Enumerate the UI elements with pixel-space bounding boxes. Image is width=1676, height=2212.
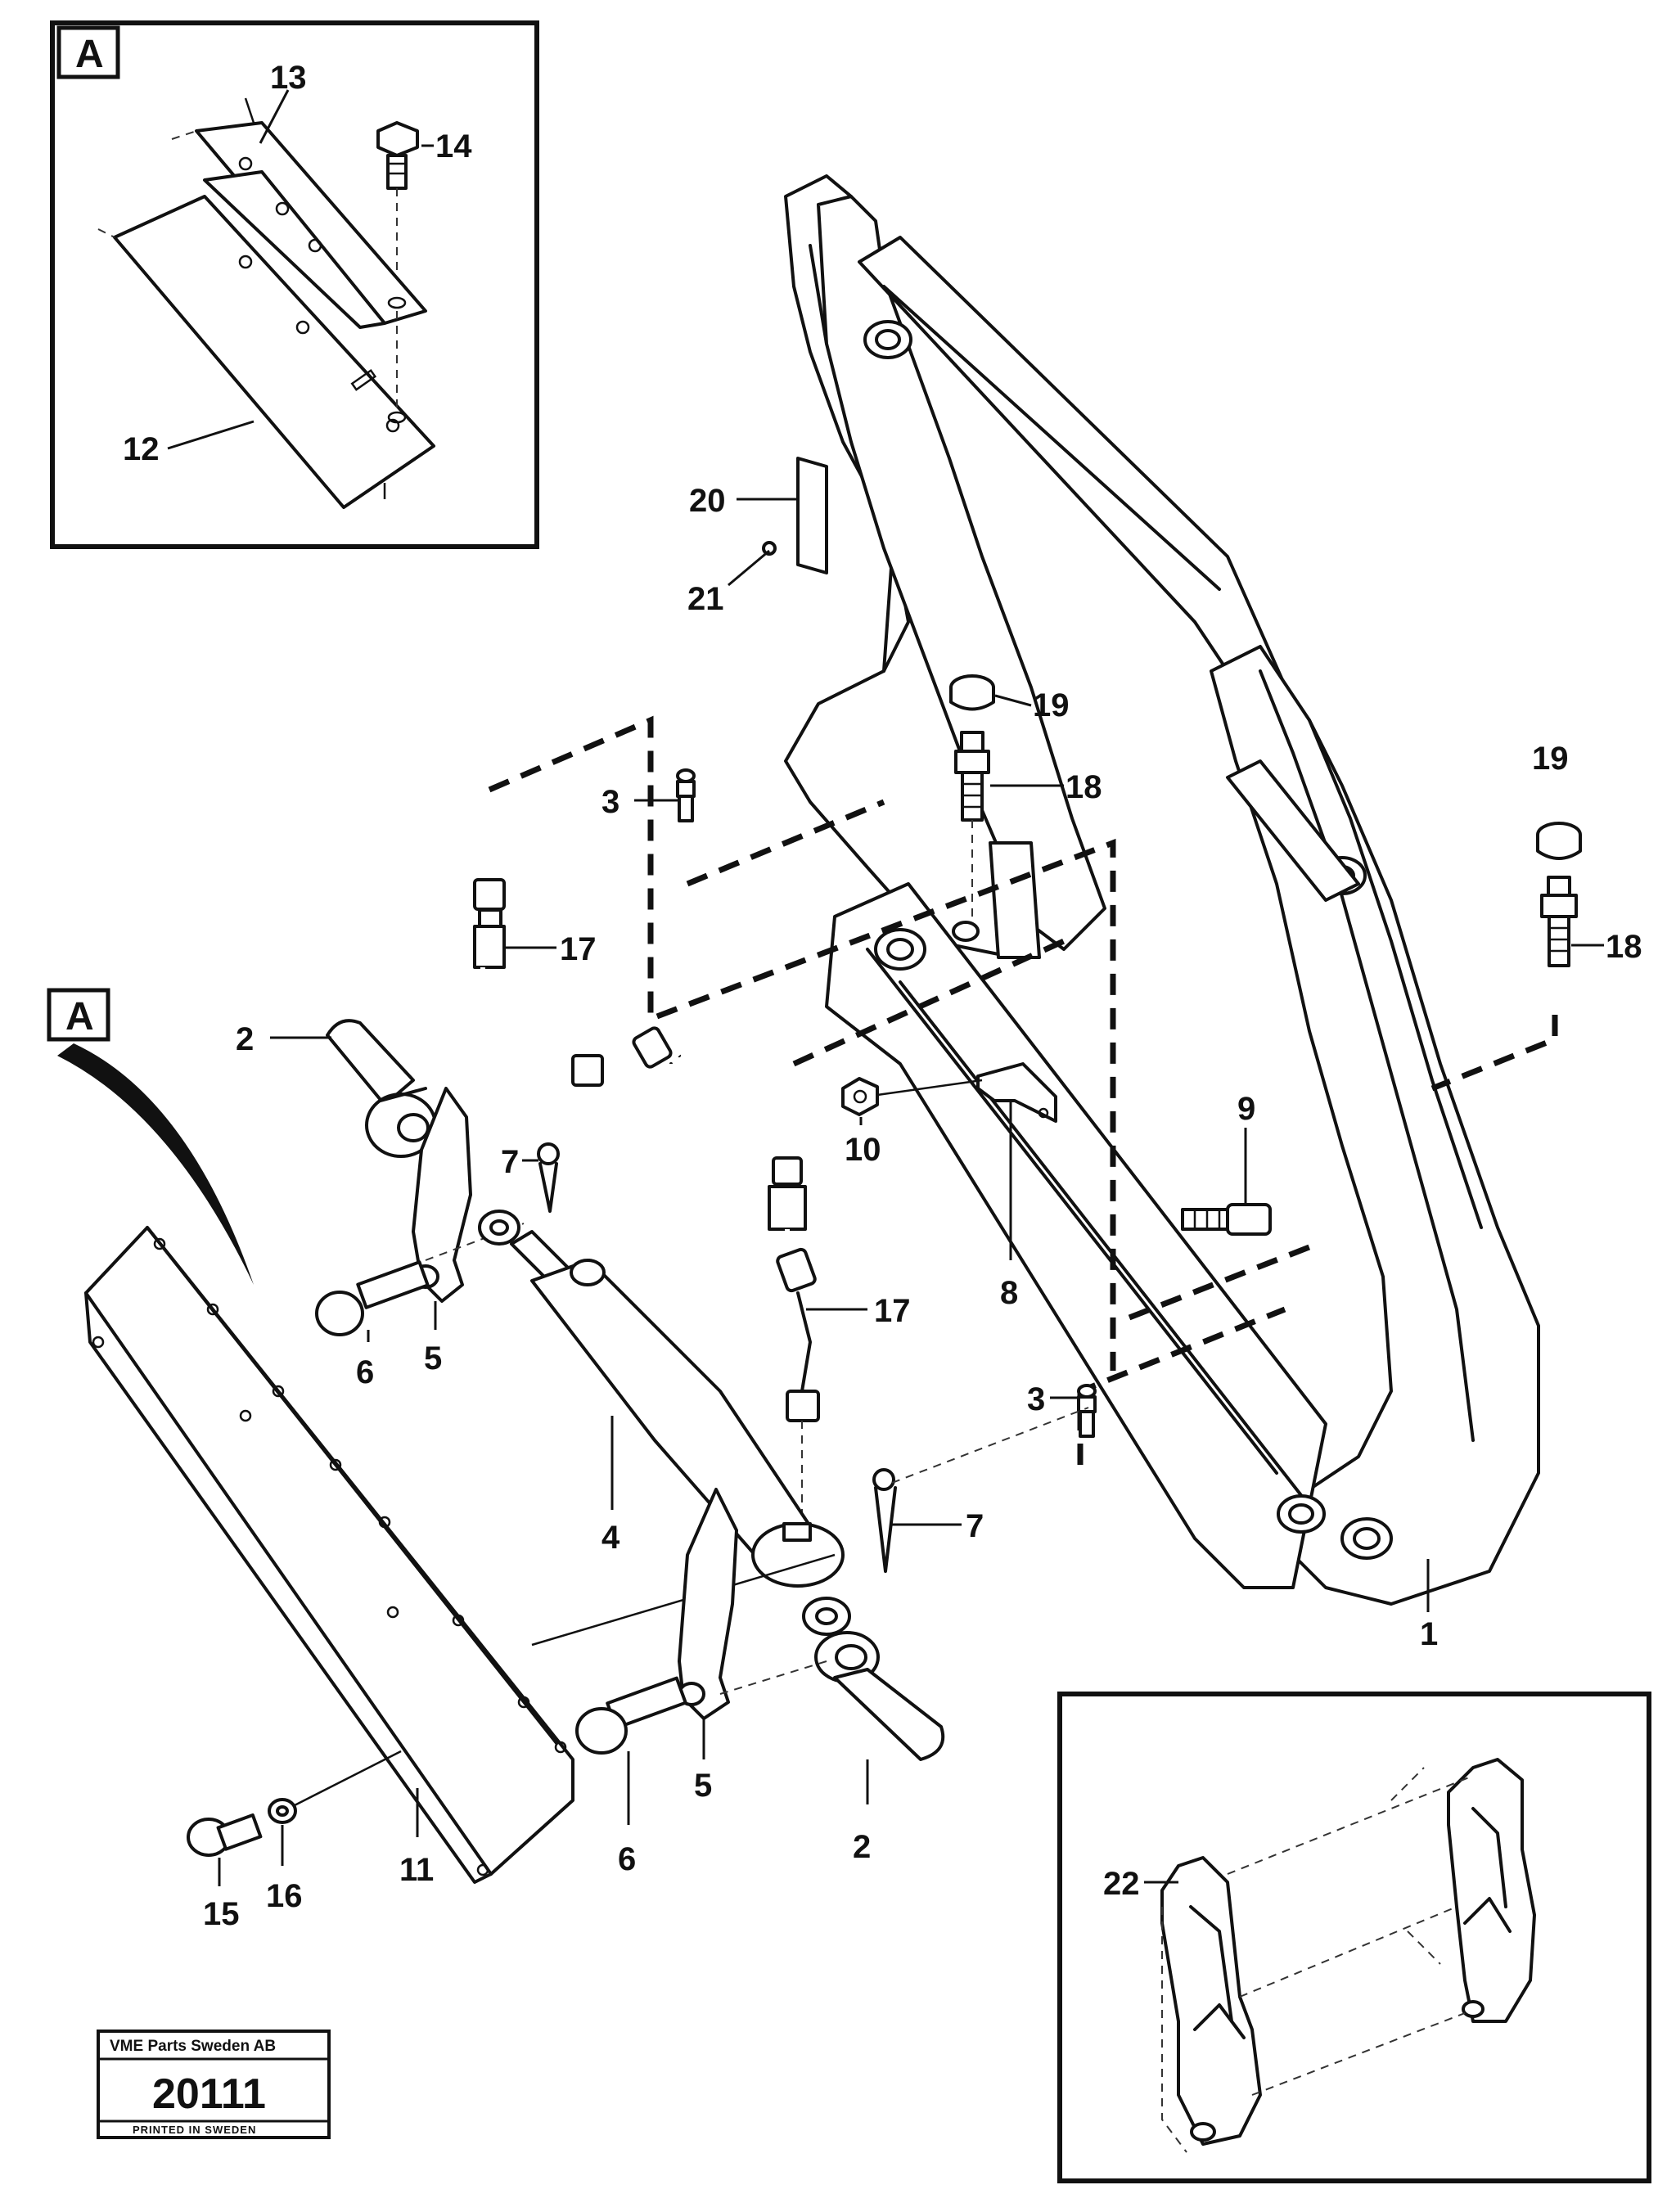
fitting-18-right [1540,876,1578,967]
washer-16 [268,1750,402,1824]
inset-detail-frame [50,20,539,549]
inset-label-box [56,25,120,79]
callout-6-left: 6 [356,1354,374,1390]
callout-11: 11 [399,1852,434,1888]
stamp-frame [97,2030,331,2139]
nipple-3-lower [1077,1384,1097,1438]
callout-2-left: 2 [236,1021,254,1057]
clip-8 [976,1062,1057,1123]
pin-2-right [719,1631,945,1761]
callout-5-left: 5 [424,1340,442,1376]
inset-label: A [75,33,104,76]
pin-6-right [575,1676,687,1755]
callout-13: 13 [270,60,307,96]
detail-pointer-a: A [47,988,254,1285]
fitting-18-center [954,731,990,917]
callout-20: 20 [689,483,726,519]
screw-9 [1181,1203,1272,1236]
lever-5-right [678,1488,738,1720]
cap-19-right [1536,822,1582,860]
grease-nipple-21 [762,541,777,556]
callout-22: 22 [1103,1866,1140,1902]
cylinder-4 [478,1210,851,1636]
cap-19-center [949,674,995,711]
callout-6-right: 6 [618,1841,636,1877]
callout-4: 4 [601,1520,620,1556]
callout-16: 16 [266,1878,303,1914]
detail-pointer-box [47,988,110,1042]
parts-stamp: VME Parts Sweden AB 20111 PRINTED IN SWE… [97,2030,331,2139]
callout-10: 10 [845,1132,881,1168]
bracket-22-left [1160,1856,1262,2146]
hose-17-upper [473,878,683,1280]
callout-18-center: 18 [1066,769,1102,805]
callout-15: 15 [203,1896,240,1932]
callout-2-right: 2 [853,1829,871,1865]
plate-20 [796,457,828,574]
strip-12 [97,195,435,509]
callout-7-right: 7 [966,1508,984,1544]
bolt-15 [187,1813,263,1857]
callout-14: 14 [435,128,472,164]
pin-6-left [315,1223,525,1336]
main-frame-1 [784,174,1540,1606]
callout-19-center: 19 [1033,687,1070,723]
bolt-14 [376,121,419,424]
strip-13 [171,97,427,329]
inset-attachment-frame [1057,1692,1651,2183]
bracket-22-right [1447,1758,1536,2023]
callout-17-upper: 17 [560,931,597,967]
callout-21: 21 [687,581,724,617]
stamp-printed: PRINTED IN SWEDEN [133,2124,256,2136]
cotter-7-right [872,1407,1089,1573]
callout-19-right: 19 [1532,741,1569,777]
callout-17-lower: 17 [874,1293,911,1329]
inset-attachment [1057,1692,1651,2183]
nut-10 [841,1077,983,1116]
pin-2-left [326,1019,437,1158]
callout-5-right: 5 [694,1768,712,1804]
detail-pointer-label: A [65,995,94,1038]
callout-9: 9 [1237,1091,1255,1127]
inset-detail-a: A [50,20,539,549]
callout-8: 8 [1000,1275,1018,1311]
callout-18-right: 18 [1606,929,1642,965]
stamp-number: 20111 [152,2070,266,2118]
callout-3-lower: 3 [1027,1381,1045,1417]
callout-7-left: 7 [501,1144,519,1180]
hose-17-lower [684,1156,820,1522]
callout-12: 12 [123,431,160,467]
callout-1: 1 [1420,1616,1438,1652]
nipple-3-upper [676,768,696,822]
callout-3-upper: 3 [601,784,619,820]
callout-labels: 20 21 19 18 19 18 3 17 2 7 9 10 8 [203,483,1642,1932]
cotter-7-left [537,1142,560,1213]
stamp-company: VME Parts Sweden AB [110,2038,276,2055]
